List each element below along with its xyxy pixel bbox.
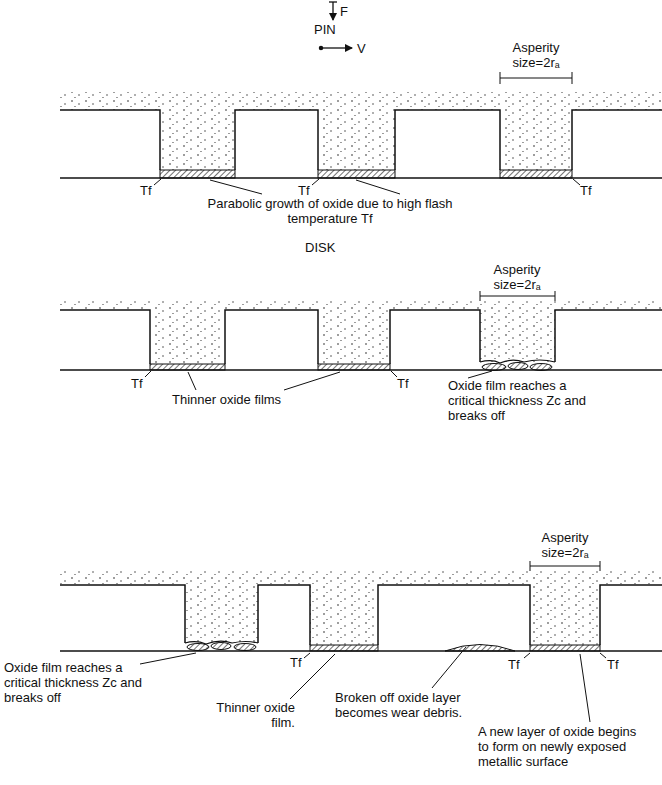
oxide-layer — [150, 364, 390, 370]
oxide-layer — [160, 170, 572, 178]
flash-temperature-label: Tf — [508, 657, 520, 672]
leader-line — [154, 179, 580, 194]
flash-temperature-label: Tf — [290, 655, 302, 670]
callout-note: Oxide film reaches a critical thickness … — [448, 378, 598, 423]
flash-temperature-label: Tf — [397, 376, 409, 391]
leader-line — [145, 371, 492, 390]
disk-surface — [60, 369, 662, 371]
flash-temperature-label: Tf — [131, 376, 143, 391]
pin-outline — [60, 585, 662, 645]
pin-label: PIN — [314, 22, 336, 37]
disk-label: DISK — [305, 240, 335, 255]
velocity-arrow — [319, 46, 352, 49]
pin-body — [60, 300, 662, 364]
callout-note: A new layer of oxide begins to form on n… — [478, 724, 650, 769]
disk-surface — [60, 650, 662, 652]
asperity-size-label: Asperity size=2rₐ — [477, 262, 557, 292]
flash-temperature-label: Tf — [140, 183, 152, 198]
flash-temperature-label: Tf — [298, 183, 310, 198]
callout-note: Broken off oxide layer becomes wear debr… — [335, 690, 495, 720]
size-bracket — [480, 291, 555, 301]
size-bracket — [500, 72, 572, 84]
flash-temperature-label: Tf — [580, 183, 592, 198]
force-label: F — [340, 4, 348, 19]
oxide-layer — [310, 645, 600, 651]
pin-outline — [60, 110, 662, 170]
callout-note: Thinner oxide film. — [200, 700, 295, 730]
disk-surface — [60, 177, 662, 179]
velocity-label: V — [357, 41, 366, 56]
pin-body — [60, 92, 662, 170]
callout-note: Parabolic growth of oxide due to high fl… — [200, 196, 460, 226]
pin-body — [60, 571, 662, 645]
size-bracket — [530, 561, 600, 571]
force-arrow — [329, 2, 337, 20]
asperity-size-label: Asperity size=2rₐ — [525, 530, 605, 560]
wear-debris — [445, 645, 515, 652]
leader-line — [140, 647, 606, 722]
callout-note: Thinner oxide films — [172, 392, 281, 407]
oxide-fragment — [187, 643, 256, 651]
flash-temperature-label: Tf — [607, 657, 619, 672]
asperity-size-label: Asperity size=2rₐ — [496, 40, 576, 70]
callout-note: Oxide film reaches a critical thickness … — [4, 660, 154, 705]
pin-outline — [60, 310, 662, 364]
